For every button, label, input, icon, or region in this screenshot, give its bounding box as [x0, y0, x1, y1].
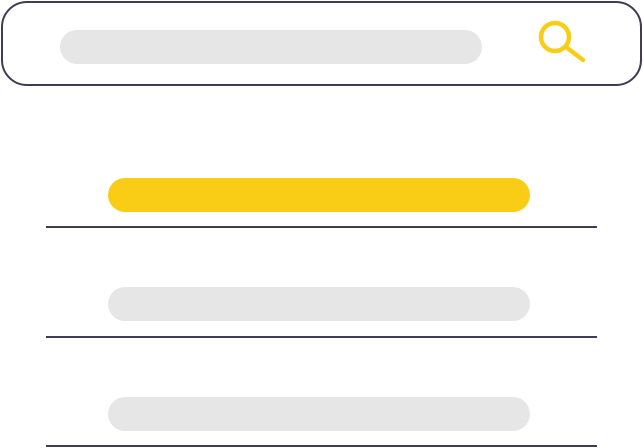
search-icon[interactable] — [528, 16, 592, 68]
divider — [46, 226, 597, 228]
search-bar[interactable] — [1, 1, 642, 86]
divider — [46, 336, 597, 338]
search-input[interactable] — [60, 30, 482, 64]
result-item-highlighted[interactable] — [108, 178, 530, 212]
result-item[interactable] — [108, 397, 530, 431]
divider — [46, 445, 597, 447]
result-item[interactable] — [108, 287, 530, 321]
